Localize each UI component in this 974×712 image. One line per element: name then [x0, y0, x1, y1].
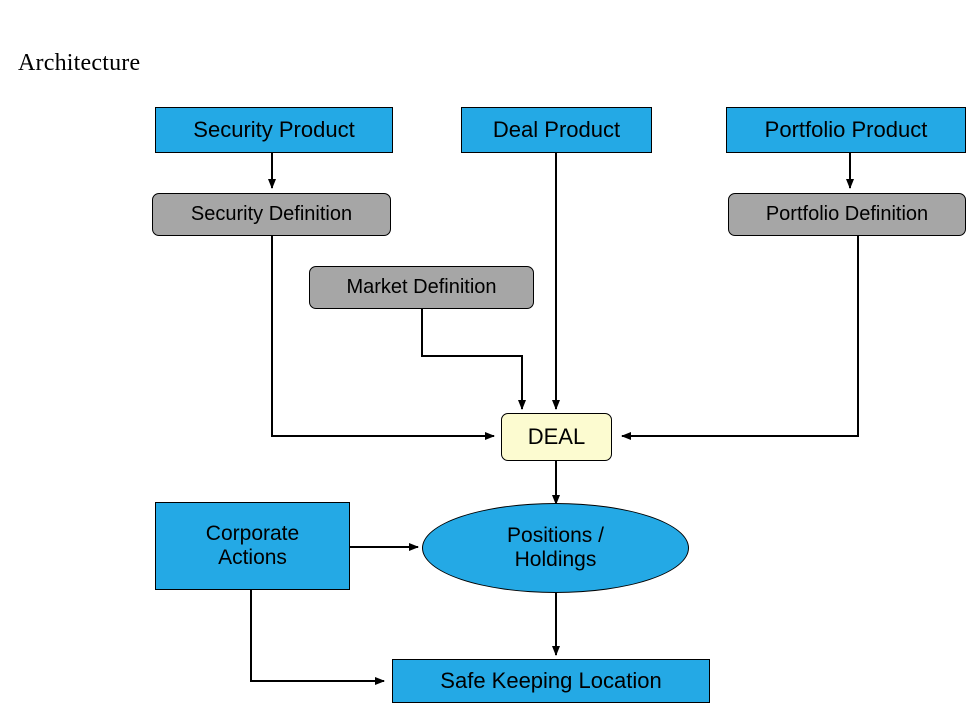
node-portfolio-definition-label: Portfolio Definition: [765, 203, 929, 226]
node-deal-product[interactable]: Deal Product: [461, 107, 652, 153]
edge-market-definition-to-deal: [421, 309, 526, 410]
node-security-product[interactable]: Security Product: [155, 107, 393, 153]
node-security-definition[interactable]: Security Definition: [152, 193, 391, 236]
node-deal-label: DEAL: [527, 423, 586, 449]
node-portfolio-definition[interactable]: Portfolio Definition: [728, 193, 966, 236]
node-corporate-actions-label-line2: Actions: [218, 546, 287, 569]
node-portfolio-product-label: Portfolio Product: [764, 116, 928, 142]
node-corporate-actions-label-line1: Corporate: [205, 522, 300, 546]
node-market-definition-label: Market Definition: [346, 276, 497, 299]
node-positions-holdings-label-line1: Positions /: [507, 524, 604, 548]
node-deal-product-label: Deal Product: [492, 116, 621, 142]
node-positions-holdings-label-line2: Holdings: [514, 548, 597, 571]
node-safe-keeping-location[interactable]: Safe Keeping Location: [392, 659, 710, 703]
node-portfolio-product[interactable]: Portfolio Product: [726, 107, 966, 153]
node-corporate-actions[interactable]: Corporate Actions: [155, 502, 350, 590]
node-positions-holdings[interactable]: Positions / Holdings: [422, 503, 689, 593]
node-security-product-label: Security Product: [193, 116, 355, 142]
node-market-definition[interactable]: Market Definition: [309, 266, 534, 309]
edge-portfolio-definition-to-deal: [621, 236, 859, 440]
node-deal[interactable]: DEAL: [501, 413, 612, 461]
node-security-definition-label: Security Definition: [190, 203, 353, 226]
node-safe-keeping-location-label: Safe Keeping Location: [440, 667, 662, 693]
edge-corporate-actions-to-safe-keeping: [250, 590, 385, 685]
page-title: Architecture: [18, 50, 141, 76]
